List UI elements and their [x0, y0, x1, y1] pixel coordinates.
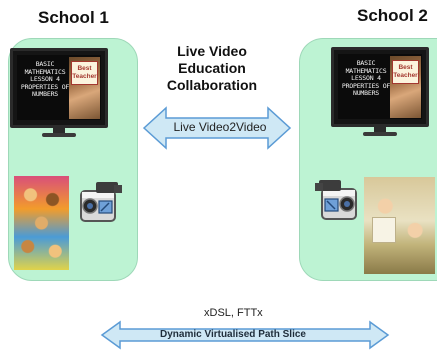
video-to-video-arrow: [142, 106, 292, 150]
school-2-tv: BASIC MATHEMATICS LESSON 4 PROPERTIES OF…: [331, 47, 429, 137]
lesson-slide: BASIC MATHEMATICS LESSON 4 PROPERTIES OF…: [17, 55, 101, 120]
tv-screen: BASIC MATHEMATICS LESSON 4 PROPERTIES OF…: [10, 48, 108, 128]
school-1-tv: BASIC MATHEMATICS LESSON 4 PROPERTIES OF…: [10, 48, 108, 138]
video-camera-icon: [80, 182, 122, 222]
tv-screen: BASIC MATHEMATICS LESSON 4 PROPERTIES OF…: [331, 47, 429, 127]
path-slice-label: Dynamic Virtualised Path Slice: [160, 329, 306, 340]
children-group-photo: [14, 176, 69, 270]
path-slice-arrow: [100, 320, 390, 350]
best-teacher-badge: Best Teacher: [392, 60, 419, 84]
tv-base: [363, 132, 397, 136]
school-1-title: School 1: [38, 8, 109, 27]
tv-base: [42, 133, 76, 137]
lesson-text: BASIC MATHEMATICS LESSON 4 PROPERTIES OF…: [341, 59, 391, 97]
easel-board: [372, 217, 396, 243]
classroom-photo: [364, 177, 435, 274]
school-2-title: School 2: [357, 6, 428, 25]
tv-stand: [53, 128, 65, 133]
video-arrow-label: Live Video2Video: [173, 120, 267, 134]
live-video-heading: Live Video Education Collaboration: [166, 43, 258, 93]
best-teacher-badge: Best Teacher: [71, 61, 98, 85]
video-camera-icon: [315, 180, 357, 220]
network-type-label: xDSL, FTTx: [204, 307, 263, 319]
lesson-slide: BASIC MATHEMATICS LESSON 4 PROPERTIES OF…: [338, 54, 422, 119]
tv-stand: [374, 127, 386, 132]
lesson-text: BASIC MATHEMATICS LESSON 4 PROPERTIES OF…: [20, 60, 70, 98]
